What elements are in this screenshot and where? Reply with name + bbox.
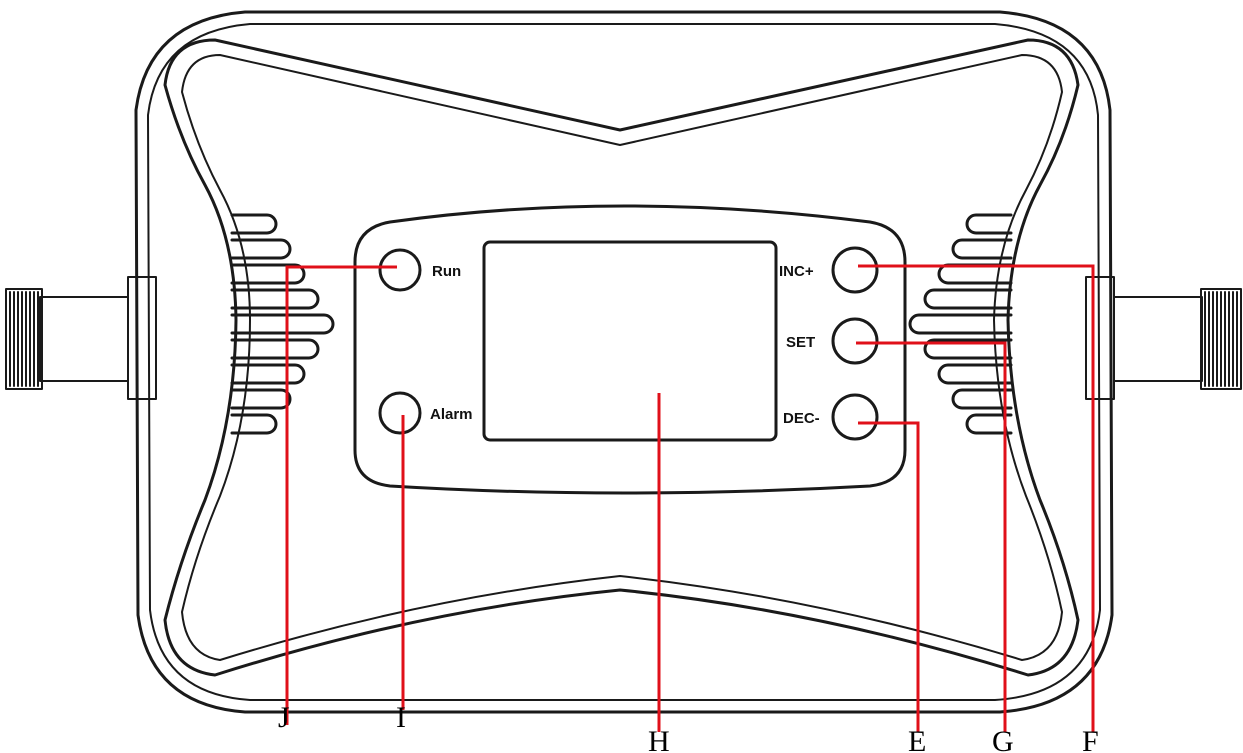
- inc-label: INC+: [779, 263, 814, 280]
- dec-label: DEC-: [783, 410, 820, 427]
- set-label: SET: [786, 334, 815, 351]
- cooling-fin: [230, 413, 278, 435]
- callout-i: I: [396, 701, 406, 734]
- cooling-fin: [230, 338, 320, 360]
- left-cooling-fins: [230, 213, 335, 435]
- callout-j: J: [278, 701, 290, 734]
- run-label: Run: [432, 263, 461, 280]
- cooling-fin: [965, 413, 1013, 435]
- cooling-fin: [908, 313, 1013, 335]
- cooling-fin: [937, 363, 1013, 385]
- cooling-fin: [951, 388, 1013, 410]
- right-connector: [1085, 276, 1242, 400]
- cooling-fin: [230, 363, 306, 385]
- cooling-fin: [230, 288, 320, 310]
- set-button[interactable]: [831, 317, 879, 365]
- lcd-display: [482, 240, 778, 442]
- callout-f: F: [1082, 725, 1099, 753]
- right-cooling-fins: [908, 213, 1013, 435]
- leader-g: [856, 341, 1007, 732]
- cooling-fin: [230, 388, 292, 410]
- left-connector: [5, 276, 157, 400]
- callout-e: E: [908, 725, 926, 753]
- run-led: [378, 248, 422, 292]
- housing: [134, 10, 1114, 714]
- control-panel: [353, 204, 907, 495]
- leader-j: [285, 265, 397, 725]
- cooling-fin: [951, 238, 1013, 260]
- cooling-fin: [923, 288, 1013, 310]
- cooling-fin: [230, 313, 335, 335]
- dec-button[interactable]: [831, 393, 879, 441]
- cooling-fin: [230, 213, 278, 235]
- alarm-led: [378, 391, 422, 435]
- callout-g: G: [992, 725, 1014, 753]
- cooling-fin: [923, 338, 1013, 360]
- inc-button[interactable]: [831, 246, 879, 294]
- cooling-fin: [230, 238, 292, 260]
- alarm-label: Alarm: [430, 406, 473, 423]
- leader-e: [858, 421, 920, 732]
- cooling-fin: [965, 213, 1013, 235]
- callout-h: H: [648, 725, 670, 753]
- leader-f: [858, 264, 1095, 732]
- cooling-fin: [230, 263, 306, 285]
